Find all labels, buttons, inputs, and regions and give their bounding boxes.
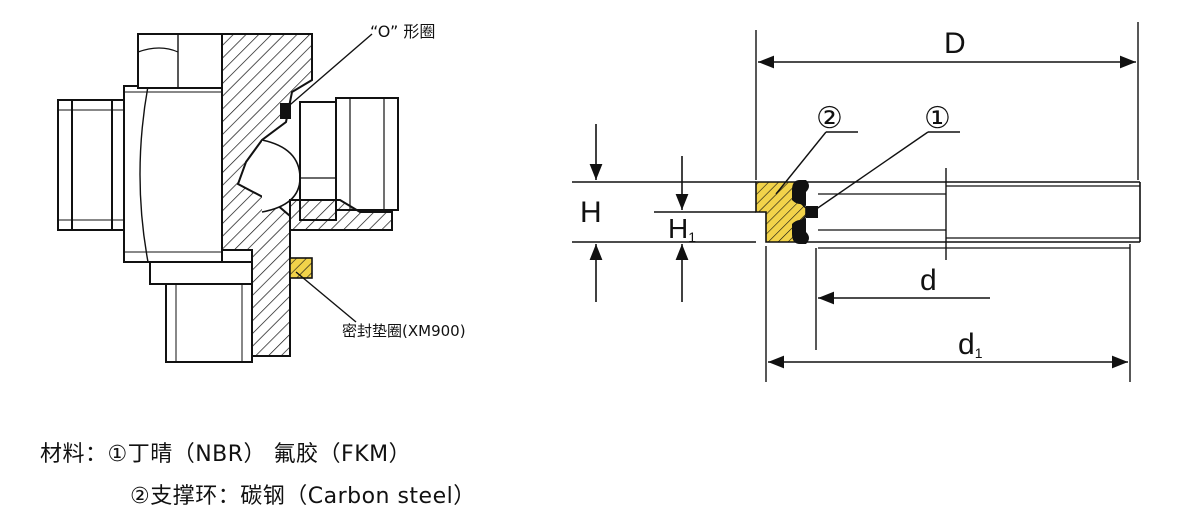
seal-dimension-drawing (572, 22, 1141, 382)
materials-line-1: 材料：①丁晴（NBR） 氟胶（FKM） (40, 442, 412, 467)
materials-line-2: ②支撑环：碳钢（Carbon steel） (130, 484, 476, 509)
bottom-port (149, 261, 253, 363)
dim-label-H1-sub: 1 (688, 229, 696, 245)
seal-washer-section (289, 257, 313, 279)
dim-label-d1-sub: 1 (975, 345, 983, 361)
callout-1-leader (811, 131, 929, 213)
oring-section (280, 103, 291, 119)
callout-1-label: ① (924, 101, 951, 136)
dim-label-H1: H1 (668, 213, 696, 245)
right-outlet (289, 97, 399, 231)
oring-label: “O” 形圈 (370, 22, 435, 41)
dim-label-d1: d1 (958, 328, 983, 361)
ring-body-outline (806, 181, 1141, 249)
oring-lip-section (792, 180, 809, 244)
fitting-body (123, 85, 223, 263)
seal-leader-line (295, 271, 357, 323)
oring-leader-line (283, 33, 373, 111)
dim-label-H1-main: H (668, 213, 688, 244)
top-hex-nut (137, 33, 223, 89)
dim-label-H: H (580, 196, 602, 229)
callout-2-leader (775, 131, 827, 195)
dim-label-d1-main: d (958, 328, 975, 361)
dim-label-D: D (944, 27, 966, 60)
callout-2-label: ② (816, 101, 843, 136)
fitting-section-view (57, 33, 399, 363)
seal-washer-label: 密封垫圈(XM900) (342, 322, 466, 340)
dim-label-d: d (920, 264, 937, 297)
left-port (57, 99, 125, 231)
